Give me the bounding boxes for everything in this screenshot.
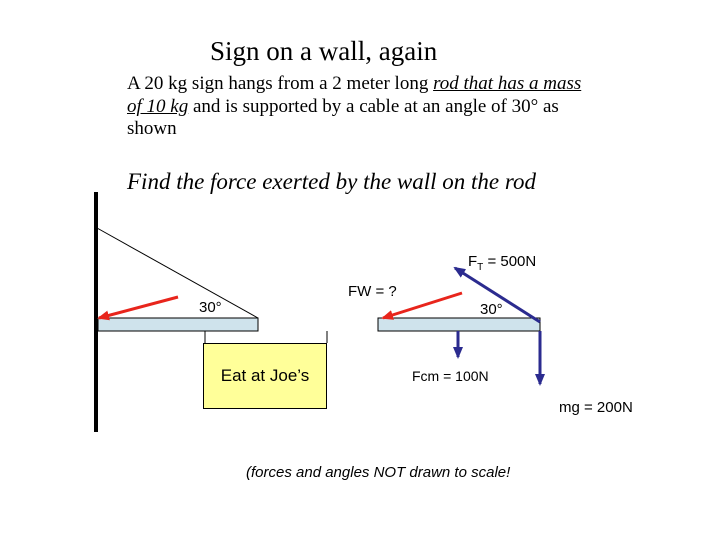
problem-text-1: A 20 kg sign hangs from a 2 meter long	[127, 73, 434, 94]
wall-force-label: FW = ?	[348, 283, 397, 300]
rod-weight-label: Fcm = 100N	[412, 368, 489, 384]
tension-label: FT = 500N	[468, 253, 536, 277]
tension-symbol: F	[468, 253, 478, 270]
sign-weight-label: mg = 200N	[559, 399, 633, 416]
scale-note: (forces and angles NOT drawn to scale!	[246, 464, 511, 481]
slide-title: Sign on a wall, again	[210, 36, 438, 66]
question-text: Find the force exerted by the wall on th…	[127, 169, 536, 194]
angle-right-label: 30°	[480, 301, 503, 318]
support-cable	[96, 227, 259, 319]
problem-text-2: and is supported by a cable at an angle …	[127, 95, 559, 140]
wall-force-arrow	[97, 295, 179, 321]
rod-free-body	[377, 317, 541, 332]
tension-subscript: T	[477, 262, 484, 273]
angle-left-label: 30°	[199, 299, 222, 316]
tension-arrow	[453, 266, 541, 324]
rod	[97, 317, 259, 332]
wall	[94, 192, 98, 432]
wall-force-arrow-fbd	[381, 291, 463, 320]
problem-statement: A 20 kg sign hangs from a 2 meter long r…	[127, 73, 587, 141]
tension-value: = 500N	[483, 253, 537, 270]
sign-board: Eat at Joe’s	[203, 343, 327, 409]
problem-emphasis: rod that has a mass of 10 kg	[127, 73, 582, 117]
